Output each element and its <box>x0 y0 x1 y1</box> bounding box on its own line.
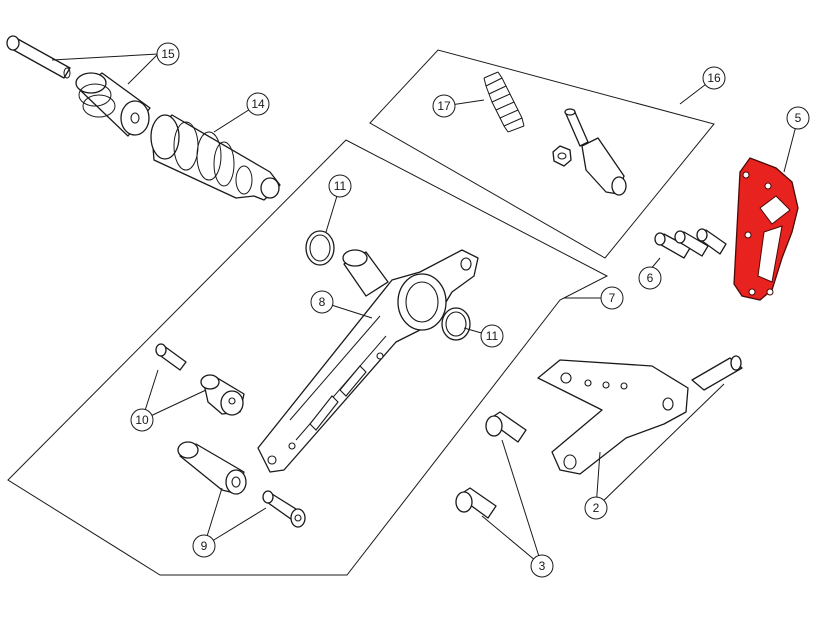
callout-14: 14 <box>246 92 270 116</box>
callout-11-lower: 11 <box>480 324 504 348</box>
part-8-bush <box>342 249 389 297</box>
callout-7: 7 <box>600 286 624 310</box>
callout-16: 16 <box>702 66 726 90</box>
callout-9-label: 9 <box>201 539 208 553</box>
part-2-heel-plate <box>537 355 743 475</box>
part-9-collar <box>177 441 247 495</box>
callout-10: 10 <box>130 408 154 432</box>
callout-17: 17 <box>432 94 456 118</box>
callout-15: 15 <box>156 42 180 66</box>
callout-10-label: 10 <box>135 413 149 427</box>
part-15-bushing <box>75 72 151 137</box>
callout-11-lower-label: 11 <box>486 329 499 343</box>
callout-17-label: 17 <box>437 99 451 113</box>
part-17-spring <box>483 71 525 133</box>
callout-3: 3 <box>530 554 554 578</box>
part-11-washer-lower <box>441 307 471 341</box>
callout-5: 5 <box>786 106 810 130</box>
callout-9: 9 <box>192 534 216 558</box>
part-5-bracket <box>733 157 799 301</box>
callout-5-label: 5 <box>795 111 802 125</box>
callout-6-label: 6 <box>647 271 654 285</box>
callout-16-label: 16 <box>707 71 721 85</box>
callout-8: 8 <box>310 290 334 314</box>
callout-3-label: 3 <box>539 559 546 573</box>
callout-6: 6 <box>638 266 662 290</box>
part-6-bolts <box>654 228 727 259</box>
part-15-pin <box>6 35 71 79</box>
upper-panel <box>369 49 715 259</box>
callout-2-label: 2 <box>593 501 600 515</box>
part-9-pin <box>262 490 306 528</box>
part-7-lever <box>257 249 479 473</box>
callout-8-label: 8 <box>319 295 326 309</box>
callout-11-upper: 11 <box>328 174 352 198</box>
callout-2: 2 <box>584 496 608 520</box>
callout-15-label: 15 <box>161 47 175 61</box>
main-panel <box>7 139 609 576</box>
part-11-washer-upper <box>305 230 335 266</box>
part-14-shaft <box>150 114 281 201</box>
part-16-stud <box>552 108 627 196</box>
part-10-bolt <box>155 343 187 371</box>
callout-11-upper-label: 11 <box>334 179 347 193</box>
callout-7-label: 7 <box>609 291 616 305</box>
callout-14-label: 14 <box>251 97 265 111</box>
part-3-bolts <box>455 411 527 519</box>
part-10-spacer <box>200 374 245 416</box>
